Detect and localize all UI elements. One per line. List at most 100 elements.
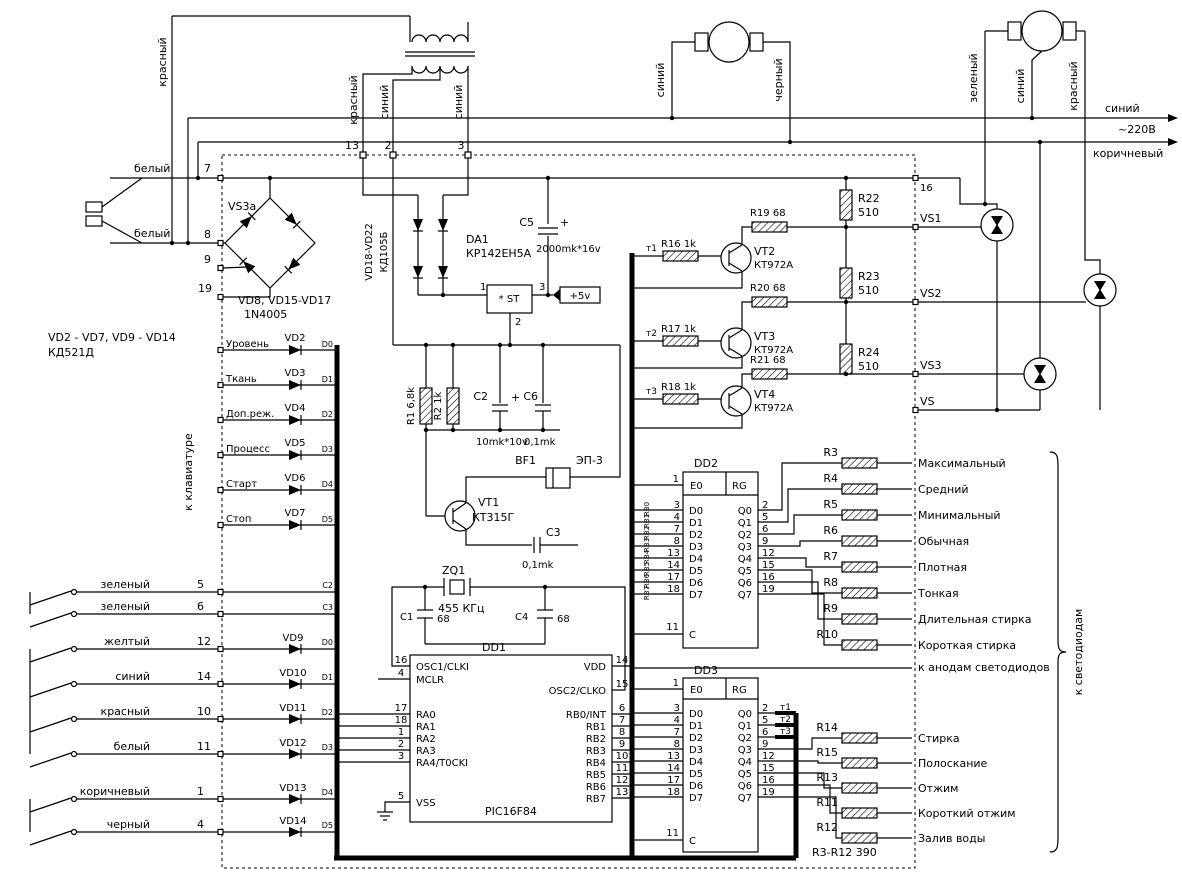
dd2-net: RB3 [643,538,651,552]
sw-ref: VD9 [283,633,304,644]
dd2-net: RB4 [643,549,651,564]
resistor-r21 [751,368,788,380]
c2-ref: C2 [473,390,488,403]
sw-net: D0 [322,638,333,647]
sw-net: D3 [322,743,333,752]
led-resistors [841,457,878,844]
sw-num: 6 [197,600,204,613]
sw-color: белый [114,740,150,753]
sw-num: 1 [197,785,204,798]
switch-contacts [70,588,78,836]
sw-color: зеленый [101,578,150,591]
sw-num: 4 [197,818,204,831]
da1-regulator [486,227,601,314]
led-label: Отжим [918,782,958,795]
da1-pin2: 2 [515,317,521,328]
vres-ref: R23 [858,270,880,283]
dd3-q-num: 9 [762,739,768,750]
dd3-din-name: D2 [689,733,703,744]
sw-num: 12 [197,635,211,648]
dd2-q-num: 16 [762,572,775,583]
triac-vs3 [1023,357,1057,391]
vd18-range: VD18-VD22 [364,223,375,281]
bf1-type: ЭП-3 [576,454,603,467]
c5-plus: + [560,216,569,229]
dd1-pin-name: RB4 [586,758,606,769]
transformer-wire3-label: синий [452,85,465,120]
led-label: Стирка [918,732,960,745]
led-res-ref: R4 [823,472,838,485]
drv-rb: R17 1k [661,324,696,335]
dd2-net: RB5 [643,562,651,576]
dd2-q-num: 5 [762,512,768,523]
da1-type: КР142ЕН5А [466,247,532,260]
dd1-pin-num: 2 [398,739,404,750]
motor2-mid-wire-label: синий [1014,69,1027,104]
dd2-net: RB1 [643,514,651,528]
resistor-r18 [662,393,699,405]
transistor-vt2 [720,242,752,274]
dd1-pin-num: 10 [616,751,629,762]
to-anodes-label: к анодам светодиодов [918,661,1050,674]
led-res-ref: R13 [816,771,838,784]
kbd-label: Ткань [225,374,257,385]
triac-vs1 [980,208,1014,242]
sw-ref: VD10 [279,668,306,679]
sw-ref: VD12 [279,738,306,749]
c2-plus: + [511,391,520,404]
dd1-pin-num: 15 [616,679,629,690]
labels: красный синий ~220В коричневый красный с… [48,37,1163,859]
dd2-din-name: D5 [689,566,703,577]
c1-value: 68 [437,614,450,625]
resistor-r22 [839,189,853,221]
cap-c4 [537,609,553,619]
dd1-pin-num: 1 [398,727,404,738]
plug-pin9: 9 [204,253,211,266]
transistor-vt1 [444,500,476,532]
led-res-ref: R3 [823,446,838,459]
c1-ref: C1 [400,612,413,623]
components [70,10,1117,853]
bf1-ref: BF1 [515,454,536,467]
drv-rc: R20 68 [750,283,786,294]
mains-voltage-label: ~220В [1118,123,1156,136]
sw-ref: VD13 [279,783,306,794]
c3-value: 0,1mk [522,560,554,571]
drv-rb: R16 1k [661,239,696,250]
sw-color: черный [107,818,150,831]
zq1-value: 455 КГц [438,602,485,615]
vs3-label: VS3 [920,359,942,372]
dd1-pin-name: VDD [584,662,607,673]
led-label: Длительная стирка [918,613,1031,626]
r2-label: R2 1k [433,391,444,420]
dd1-pin-name: RA2 [416,734,436,745]
dd1-ref: DD1 [482,641,506,654]
sw-net: D4 [322,788,333,797]
cap-c2 [492,404,508,412]
dd3-din-num: 4 [674,715,680,726]
sw-net: D1 [322,673,333,682]
dd3-q-num: 16 [762,775,775,786]
dd2-c-pin: 11 [666,622,679,633]
buzzer-bf1 [545,467,571,489]
dd2-din-name: D3 [689,542,703,553]
drv-tnet: т2 [646,329,657,339]
dd1-pin-num: 5 [398,791,404,802]
dd3-q-name: Q7 [738,793,752,804]
dd1-pin-name: RB5 [586,770,606,781]
bridge-ref: VS3a [228,200,256,213]
pcb-outline [221,154,916,869]
led-label: Минимальный [918,509,1001,522]
dd3-q-name: Q6 [738,781,752,792]
led-res-ref: R6 [823,524,838,537]
drv-tnet: т1 [646,244,657,254]
dd3-q-name: Q2 [738,733,752,744]
transformer-wire2-label: синий [378,85,391,120]
drv-vt-ref: VT3 [754,330,775,343]
dd1-pin-num: 11 [616,763,629,774]
kbd-net: D2 [322,410,333,419]
sw-ref: VD11 [279,703,306,714]
drv-tnet: т3 [646,387,657,397]
cap-c1 [417,609,433,619]
dd2-din-num: 8 [674,536,680,547]
